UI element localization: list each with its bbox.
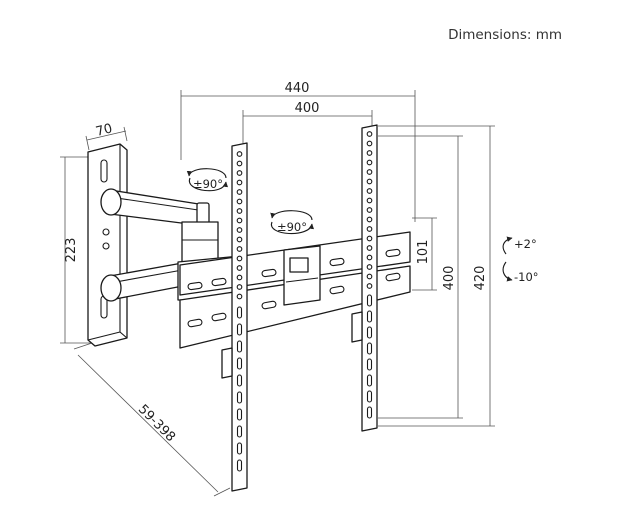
mounting-slot bbox=[236, 459, 243, 472]
dim-70-line bbox=[86, 130, 127, 141]
mounting-slot bbox=[236, 442, 243, 455]
mounting-slot bbox=[366, 406, 373, 419]
label-440: 440 bbox=[285, 81, 310, 96]
tilt-down-arrow-icon bbox=[502, 261, 513, 282]
mounting-hole bbox=[366, 273, 373, 280]
mounting-slot bbox=[366, 326, 373, 339]
mounting-hole bbox=[236, 293, 243, 300]
mounting-slot bbox=[236, 323, 243, 336]
mounting-hole bbox=[366, 131, 373, 137]
mounting-slot bbox=[366, 374, 373, 387]
arm-swivel-arrow-icon bbox=[189, 177, 229, 192]
mounting-hole bbox=[366, 150, 373, 156]
mounting-hole bbox=[366, 207, 373, 213]
rotation-symbols bbox=[186, 168, 513, 282]
mounting-hole bbox=[236, 208, 243, 214]
mounting-hole bbox=[366, 216, 373, 223]
mounting-hole bbox=[236, 274, 243, 281]
mounting-hole bbox=[366, 245, 373, 251]
mounting-hole bbox=[236, 255, 243, 262]
dim-extension-line bbox=[77, 354, 219, 493]
wall-plate bbox=[87, 143, 128, 347]
mounting-slot bbox=[366, 310, 373, 323]
label-400-horizontal: 400 bbox=[295, 101, 320, 116]
mounting-hole bbox=[366, 283, 373, 289]
mounting-slot bbox=[366, 294, 373, 307]
tilt-up-arrow-icon bbox=[502, 236, 513, 255]
label-70: 70 bbox=[94, 121, 114, 140]
mounting-hole bbox=[236, 246, 243, 252]
label-tilt-down: -10° bbox=[514, 270, 539, 284]
label-arm-swivel: ±90° bbox=[193, 177, 223, 191]
mounting-hole bbox=[366, 140, 373, 147]
head-swivel-arrow-icon bbox=[271, 221, 315, 235]
mounting-hole bbox=[236, 265, 243, 271]
label-head-swivel: ±90° bbox=[277, 220, 307, 234]
mounting-hole bbox=[366, 178, 373, 185]
angle-labels: ±90° ±90° +2° -10° bbox=[193, 177, 539, 284]
mounting-hole bbox=[366, 226, 373, 232]
mounting-hole bbox=[236, 284, 243, 290]
mounting-hole bbox=[366, 197, 373, 204]
mounting-slot bbox=[236, 357, 243, 370]
mounting-slot bbox=[236, 374, 243, 387]
mounting-hole bbox=[366, 169, 373, 175]
dimension-lines bbox=[60, 90, 495, 497]
label-101: 101 bbox=[416, 240, 431, 265]
units-label: Dimensions: mm bbox=[448, 27, 562, 43]
mounting-slot bbox=[236, 408, 243, 421]
mounting-hole bbox=[236, 189, 243, 195]
mounting-hole bbox=[366, 264, 373, 270]
mounting-hole bbox=[236, 179, 243, 186]
vertical-tv-arms bbox=[221, 124, 378, 492]
mounting-slot bbox=[366, 358, 373, 371]
mounting-slot bbox=[236, 425, 243, 438]
mounting-slot bbox=[236, 340, 243, 353]
mounting-hole bbox=[236, 160, 243, 167]
label-420: 420 bbox=[473, 266, 488, 291]
mounting-hole bbox=[236, 227, 243, 233]
label-tilt-up: +2° bbox=[514, 237, 537, 251]
label-extension: 59-398 bbox=[135, 402, 178, 445]
mounting-hole bbox=[366, 235, 373, 242]
mounting-hole bbox=[366, 254, 373, 261]
mounting-slot bbox=[236, 391, 243, 404]
mounting-hole bbox=[236, 198, 243, 205]
mounting-hole bbox=[236, 170, 243, 176]
mounting-hole bbox=[236, 217, 243, 224]
mounting-slot bbox=[366, 390, 373, 403]
mounting-hole bbox=[366, 159, 373, 166]
mounting-hole bbox=[236, 151, 243, 157]
label-223: 223 bbox=[64, 238, 79, 263]
mounting-hole bbox=[236, 236, 243, 243]
label-400-vertical: 400 bbox=[442, 266, 457, 291]
mounting-hole bbox=[366, 188, 373, 194]
mounting-slot bbox=[236, 306, 243, 319]
mounting-slot bbox=[366, 342, 373, 355]
